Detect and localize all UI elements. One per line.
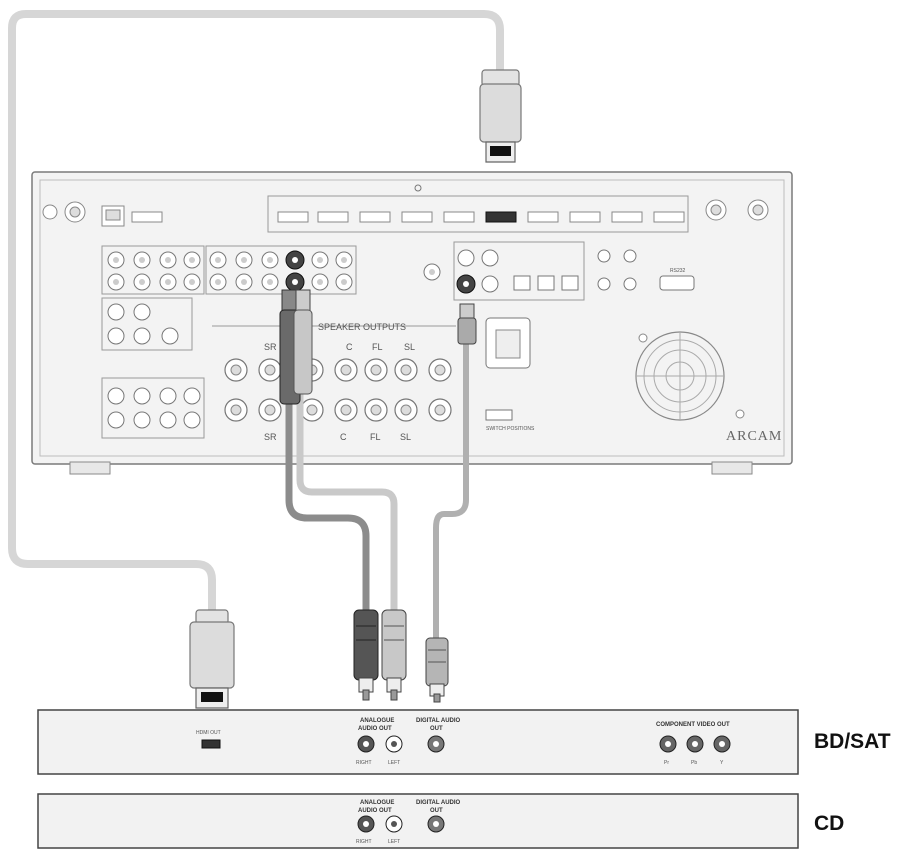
analogue-out-label: ANALOGUE [360,718,394,724]
hdmi-cable [8,10,504,622]
speaker-channel-label: FL [370,432,381,442]
rs232-label: RS232 [670,268,686,274]
digital-coax-cable [433,344,469,640]
hdmi-plug-bottom [189,609,235,709]
av-receiver: SPEAKER OUTPUTS SR C FL SL SR C FL SL [31,171,793,475]
device-label-cd: CD [814,812,844,835]
component-jack-label: Y [720,760,724,766]
switch-positions-label: SWITCH POSITIONS [486,426,535,432]
cooling-fan [635,331,745,421]
speaker-channel-label: C [346,342,353,352]
device-label-bdsat: BD/SAT [814,730,891,753]
analogue-left-cable [296,344,398,612]
hdmi-out-label: HDMI OUT [196,730,221,736]
analogue-right-cable [285,344,370,612]
component-video-out-label: COMPONENT VIDEO OUT [656,722,730,728]
speaker-outputs-label: SPEAKER OUTPUTS [318,322,406,332]
speaker-channel-label: FL [372,342,383,352]
speaker-channel-label: C [340,432,347,442]
brand-logo: ARCAM [726,429,782,444]
speaker-channel-label: SL [404,342,415,352]
analogue-out-label: AUDIO OUT [358,808,392,814]
hdmi-plug-top [479,69,522,163]
left-label: LEFT [388,839,400,845]
right-label: RIGHT [356,760,372,766]
rca-plugs-source [353,609,449,703]
right-label: RIGHT [356,839,372,845]
component-jack-label: Pr [664,760,669,766]
digital-out-label: OUT [430,726,443,732]
digital-out-label: DIGITAL AUDIO [416,800,461,806]
rs232-port [659,275,695,291]
hdmi-out-port [201,739,221,749]
digital-out-label: OUT [430,808,443,814]
component-jack-label: Pb [691,760,697,766]
hdmi-input-row [277,211,685,223]
speaker-channel-label: SR [264,342,277,352]
rca-plugs-receiver [279,289,477,405]
speaker-channel-label: SR [264,432,277,442]
speaker-channel-label: SL [400,432,411,442]
analogue-out-label: ANALOGUE [360,800,394,806]
bdsat-device: HDMI OUT ANALOGUE AUDIO OUT RIGHT LEFT D… [37,709,799,775]
analogue-out-label: AUDIO OUT [358,726,392,732]
digital-out-label: DIGITAL AUDIO [416,718,461,724]
cd-device: ANALOGUE AUDIO OUT RIGHT LEFT DIGITAL AU… [37,793,799,849]
left-label: LEFT [388,760,400,766]
